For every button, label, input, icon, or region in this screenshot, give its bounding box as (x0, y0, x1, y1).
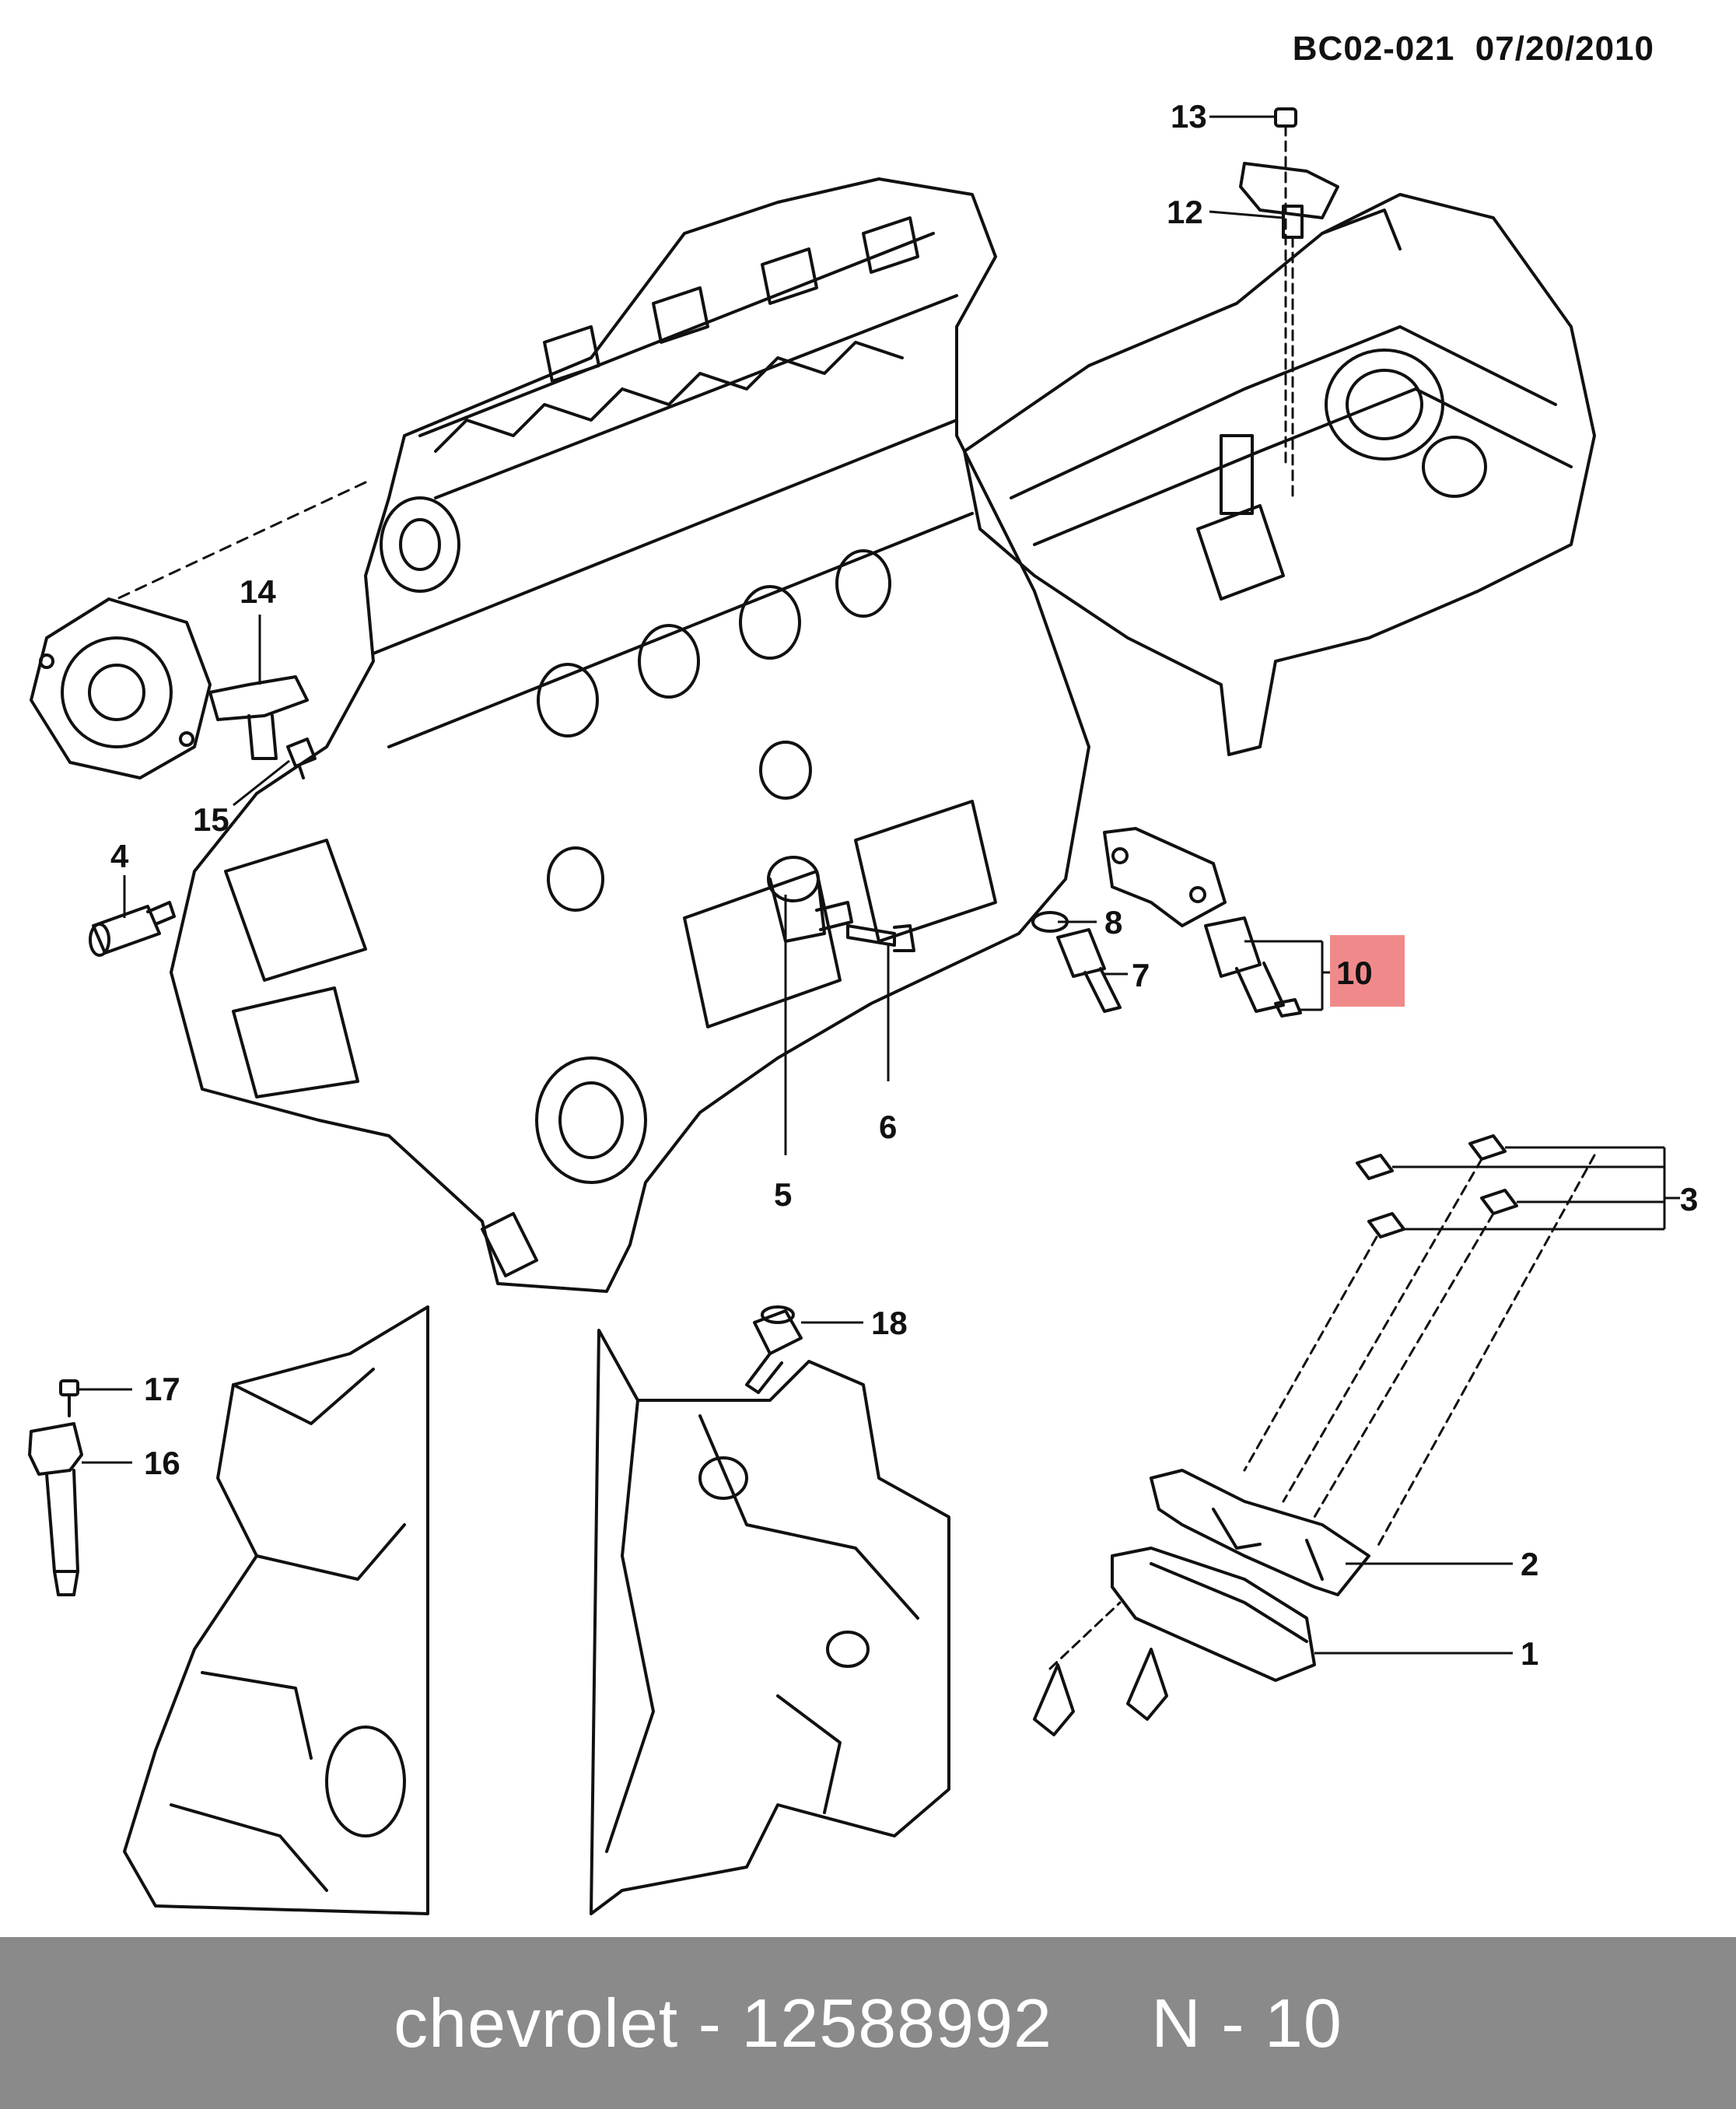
part-1-module (1033, 1547, 1316, 1736)
document-code: BC02-021 07/20/2010 (1292, 30, 1654, 68)
part-14-camshaft-sensor (208, 675, 309, 760)
part-17-bolt (59, 1379, 79, 1417)
callout-1: 1 (1521, 1635, 1538, 1672)
callout-5: 5 (774, 1176, 792, 1213)
callout-3: 3 (1680, 1181, 1698, 1217)
callout-15: 15 (193, 801, 229, 838)
part-12-map-sensor (1239, 162, 1339, 499)
footer-caption: chevrolet - 12588992 N - 10 (394, 1984, 1342, 2063)
callout-16: 16 (144, 1445, 180, 1481)
intake-manifold-illustration (963, 193, 1596, 756)
callout-10-highlight (1330, 935, 1405, 1007)
part-7-oil-pressure-switch (1056, 928, 1122, 1013)
callout-13: 13 (1171, 98, 1207, 135)
callout-17: 17 (144, 1371, 180, 1407)
footer-brand: chevrolet (394, 1984, 679, 2062)
engine-block-illustration (115, 177, 1090, 1293)
part-6-bolt (846, 924, 915, 952)
part-16-speed-sensor (28, 1422, 83, 1596)
part-4-temperature-sender (89, 901, 176, 957)
callout-8: 8 (1104, 904, 1122, 941)
callout-14: 14 (240, 573, 276, 610)
callout-4: 4 (110, 838, 129, 874)
leader-lines (78, 115, 1680, 1655)
part-15-bolt (286, 737, 317, 779)
callout-18: 18 (871, 1305, 908, 1341)
engine-sensor-diagram: 13 12 14 15 4 5 6 8 7 10 3 2 1 17 16 18 (28, 98, 1698, 1915)
part-10-bracket (1103, 827, 1227, 927)
callout-6: 6 (879, 1109, 897, 1145)
callout-2: 2 (1521, 1546, 1538, 1582)
part-3-nuts (1243, 1134, 1596, 1550)
part-18-sensor (745, 1305, 803, 1394)
footer-position-label: N - 10 (1151, 1984, 1342, 2062)
part-10-sensor (1204, 916, 1302, 1018)
callout-12: 12 (1167, 194, 1203, 230)
vacuum-pump-illustration (30, 597, 212, 779)
transmission-housing-left-illustration (123, 1305, 429, 1915)
part-5-knock-sensor (767, 856, 853, 943)
transmission-housing-right-illustration (590, 1329, 950, 1915)
callout-7: 7 (1132, 957, 1150, 993)
footer-bar: chevrolet - 12588992 N - 10 (0, 1937, 1736, 2109)
part-2-bracket (1150, 1469, 1370, 1596)
footer-separator: - (678, 1984, 742, 2062)
callout-10: 10 (1336, 955, 1373, 991)
footer-part-number: 12588992 (741, 1984, 1052, 2062)
